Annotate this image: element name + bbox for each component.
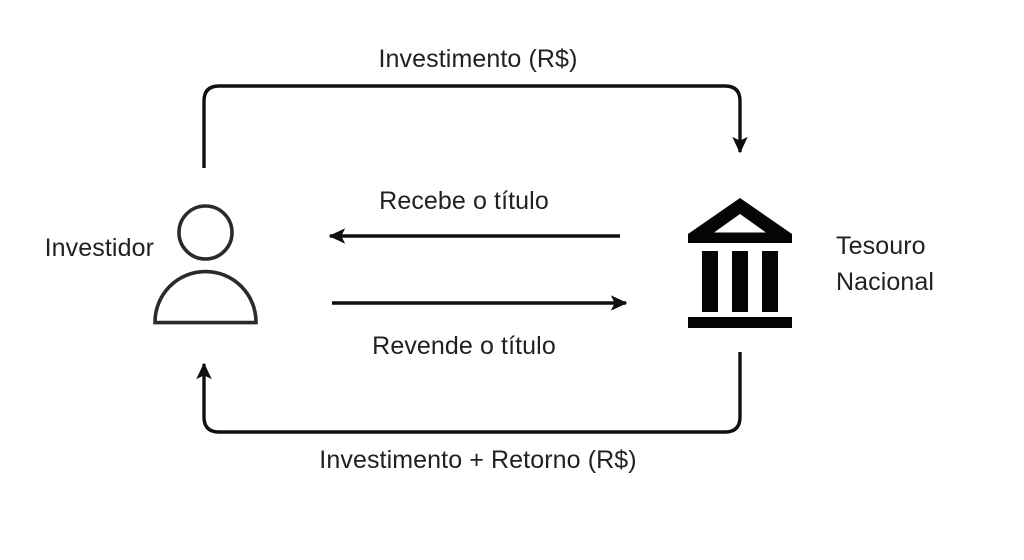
label-treasury-line1: Tesouro xyxy=(836,232,926,260)
connector-top-investment xyxy=(202,84,748,168)
label-resell-title: Revende o título xyxy=(372,332,556,360)
person-icon xyxy=(153,204,258,325)
bank-icon xyxy=(688,198,792,328)
connector-bottom-return xyxy=(196,352,742,434)
label-bottom-return: Investimento + Retorno (R$) xyxy=(319,446,637,474)
label-receive-title: Recebe o título xyxy=(379,187,549,215)
label-investor: Investidor xyxy=(44,234,154,262)
label-top-investment: Investimento (R$) xyxy=(378,45,578,73)
label-treasury-line2: Nacional xyxy=(836,268,935,296)
